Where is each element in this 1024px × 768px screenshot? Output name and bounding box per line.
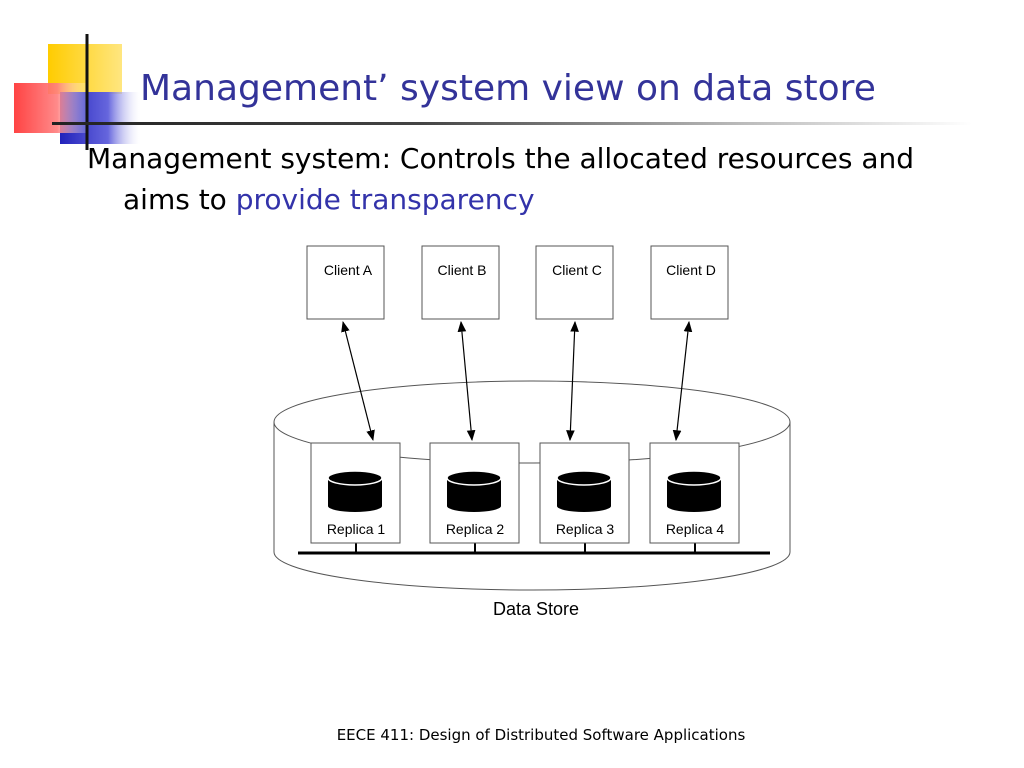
- client-box-d: Client D: [650, 245, 729, 320]
- slide-title: Management’ system view on data store: [140, 68, 876, 109]
- database-icon: [327, 470, 383, 512]
- client-label: Client B: [437, 262, 486, 278]
- replica-label: Replica 4: [666, 521, 725, 537]
- arrow-client-c-replica-3: [566, 320, 579, 442]
- replica-box-2: Replica 2: [429, 442, 520, 544]
- replica-box-4: Replica 4: [649, 442, 740, 544]
- replica-label: Replica 2: [446, 521, 505, 537]
- database-icon: [666, 470, 722, 512]
- bullet-line-2-prefix: aims to: [123, 183, 236, 216]
- highlight-text: provide transparency: [235, 183, 535, 216]
- replica-label: Replica 1: [327, 521, 386, 537]
- database-icon: [556, 470, 612, 512]
- replica-box-3: Replica 3: [539, 442, 630, 544]
- arrow-client-d-replica-4: [672, 320, 693, 442]
- arrow-client-b-replica-2: [457, 320, 476, 442]
- bullet-line-1: Management system: Controls the allocate…: [87, 142, 915, 175]
- slide-footer: EECE 411: Design of Distributed Software…: [336, 726, 746, 744]
- database-icon: [446, 470, 502, 512]
- title-underline: [52, 122, 972, 125]
- bullet-line-2: aims to provide transparency: [87, 179, 997, 220]
- client-box-b: Client B: [421, 245, 500, 320]
- arrow-client-a-replica-1: [341, 320, 375, 442]
- replica-box-1: Replica 1: [310, 442, 401, 544]
- client-box-c: Client C: [535, 245, 614, 320]
- data-store-label: Data Store: [493, 599, 579, 619]
- client-box-a: Client A: [306, 245, 385, 320]
- corner-decoration: [14, 34, 140, 150]
- bullet-text: Management system: Controls the allocate…: [87, 138, 997, 220]
- client-label: Client D: [666, 262, 716, 278]
- replica-label: Replica 3: [556, 521, 615, 537]
- client-label: Client C: [552, 262, 602, 278]
- client-label: Client A: [324, 262, 373, 278]
